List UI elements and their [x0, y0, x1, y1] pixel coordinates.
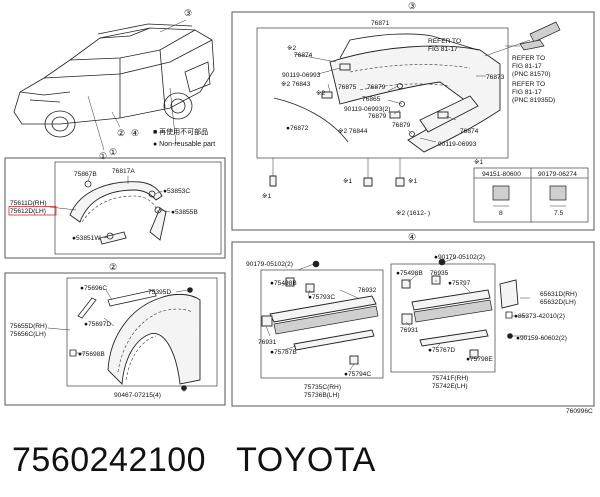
- panel-3-mark-d: ※1: [474, 159, 484, 166]
- panel-4-label-76932: 76932: [358, 287, 377, 294]
- panel-4-label-65631d: 65631D(RH): [540, 291, 577, 298]
- panel-1-label-76817a: 76817A: [112, 168, 135, 175]
- svg-text:①: ①: [99, 151, 107, 161]
- panel-3-ref-mark-2: ※2: [316, 90, 326, 97]
- panel-4-label-76931a: 76931: [258, 339, 277, 346]
- panel-3-ref-2-line-1: REFER TO: [512, 55, 545, 62]
- panel-3-label-90119c: 90119-06993: [438, 141, 477, 148]
- panel-3-ref-3-line-3: (PNC 81935D): [512, 97, 555, 104]
- panel-1-label-lh: 75612D(LH): [10, 208, 46, 215]
- svg-text:④: ④: [131, 128, 139, 138]
- panel-3-label-76843: ※2 76843: [281, 81, 311, 88]
- panel-1-wheel-arch-moulding: ①: [4, 147, 226, 259]
- caption-bar: 7560242100 TOYOTA: [12, 432, 376, 488]
- panel-3-label-76873: 76873: [486, 74, 505, 81]
- panel-3-ref-2-line-3: (PNC 81570): [512, 71, 550, 78]
- panel-1-callout: ①: [109, 147, 117, 157]
- panel-4-side-moulding: ④: [231, 232, 595, 407]
- panel-3-label-76874b: 76874: [460, 128, 479, 135]
- panel-4-label-lh-b: 75742E(LH): [432, 383, 468, 390]
- panel-3-label-76872: ●76872: [286, 125, 309, 132]
- panel-2-label-bolt: 90467-07215(4): [114, 392, 161, 399]
- panel-3-ref-3-line-2: FIG 81-17: [512, 89, 542, 96]
- panel-3-ref-1-line-1: REFER TO: [428, 38, 461, 45]
- panel-4-label-75767d: ●75767D: [428, 347, 455, 354]
- panel-3-ref-1-line-2: FIG 81-17: [428, 46, 458, 53]
- panel-3-label-76871: 76871: [371, 20, 390, 27]
- panel-3-mark-a: ※1: [262, 193, 272, 200]
- panel-4-label-76935: 76935: [430, 270, 449, 277]
- part-number: 7560242100: [12, 440, 207, 479]
- panel-4-label-75794c: ●75794C: [344, 371, 371, 378]
- svg-text:②: ②: [117, 128, 125, 138]
- panel-3-ref-mark-1: ※2: [287, 45, 297, 52]
- panel-3-label-76879c: 76879: [392, 122, 411, 129]
- panel-3-mark-c: ※1: [408, 178, 418, 185]
- panel-3-mark-b: ※1: [343, 178, 353, 185]
- brand-name: TOYOTA: [236, 440, 376, 479]
- panel-4-label-lh-a: 75736B(LH): [304, 392, 340, 399]
- panel-1-lh-highlight: [8, 206, 57, 216]
- callout-3: ③: [184, 8, 192, 18]
- legend-non-reusable: ● Non-reusable part: [153, 141, 215, 148]
- panel-4-label-rh-b: 75741F(RH): [432, 375, 468, 382]
- panel-3-table-pn-1: 94151-80600: [482, 171, 521, 178]
- panel-3-table-dim-1: 8: [499, 210, 503, 217]
- panel-2-label-75697d: ●75697D: [84, 321, 111, 328]
- panel-3-note: ※2 (1612- ): [396, 210, 430, 217]
- callout-2-overview: ②: [117, 128, 125, 138]
- panel-3-ref-2-line-2: FIG 81-17: [512, 63, 542, 70]
- parts-diagram: ③ ① ② ④ ■ 再使用不可部品 ● Non-reusable part ① …: [4, 1, 595, 415]
- panel-2-label-75395d: 75395D: [148, 289, 171, 296]
- panel-2-label-lh: 75656C(LH): [10, 331, 46, 338]
- panel-1-label-53855b: ●53855B: [171, 209, 198, 216]
- panel-2-label-75696c: ●75696C: [80, 285, 107, 292]
- panel-3-label-76875: 76875: [338, 84, 357, 91]
- panel-4-label-90159: ●90159-60602(2): [516, 335, 567, 342]
- panel-3-label-76874a: 76874: [294, 52, 313, 59]
- panel-1-label-75867b: 75867B: [74, 171, 97, 178]
- panel-4-label-75793c: ●75793C: [308, 294, 335, 301]
- panel-1-label-53851w: ●53851W: [72, 235, 101, 242]
- panel-4-label-screw-a: 90179-05102(2): [246, 261, 293, 268]
- panel-4-label-screw-b: ●90179-05102(2): [434, 254, 485, 261]
- panel-4-label-75498b-a: ●75498B: [270, 280, 297, 287]
- diagram-code: 760996C: [566, 408, 593, 415]
- panel-3-label-76844: ※2 76844: [338, 128, 368, 135]
- panel-4-label-75498b-b: ●75498B: [396, 270, 423, 277]
- panel-3-ref-3-line-1: REFER TO: [512, 81, 545, 88]
- panel-3-rear-spoiler: ③: [231, 1, 595, 231]
- svg-text:③: ③: [184, 8, 192, 18]
- panel-3-callout: ③: [408, 1, 416, 11]
- callout-4-overview: ④: [131, 128, 139, 138]
- panel-3-label-76879a: 76879: [367, 84, 386, 91]
- panel-1-label-rh: 75611D(RH): [10, 200, 47, 207]
- panel-4-label-75797: ●75797: [448, 280, 471, 287]
- panel-3-label-76865: 76865: [362, 96, 381, 103]
- panel-4-callout: ④: [408, 232, 416, 242]
- panel-4-label-rh-a: 75735C(RH): [304, 384, 341, 391]
- panel-4-label-65632d: 65632D(LH): [540, 299, 576, 306]
- panel-2-label-75698b: ●75698B: [78, 351, 105, 358]
- panel-3-table-dim-2: 7.5: [554, 210, 563, 217]
- panel-3-label-90119a: 90119-06993: [282, 72, 321, 79]
- panel-3-table-pn-2: 90179-06274: [538, 171, 577, 178]
- panel-2-callout: ②: [109, 262, 117, 272]
- panel-1-label-53853c: ●53853C: [163, 188, 190, 195]
- panel-3-label-90119b: 90119-06993(2): [344, 106, 390, 113]
- panel-4-label-76931b: 76931: [400, 327, 419, 334]
- panel-4-label-75798e: ●75798E: [466, 356, 493, 363]
- callout-1-overview: ①: [99, 151, 107, 161]
- vehicle-overview: [13, 19, 215, 151]
- panel-3-label-76879b: 76879: [368, 113, 387, 120]
- panel-2-fender-liner: ②: [4, 262, 226, 406]
- panel-2-label-rh: 75655D(RH): [10, 323, 47, 330]
- legend-not-reusable: ■ 再使用不可部品: [153, 127, 208, 136]
- panel-4-label-75787b: ●75787B: [270, 349, 297, 356]
- panel-4-label-85373: ●85373-42010(2): [514, 313, 565, 320]
